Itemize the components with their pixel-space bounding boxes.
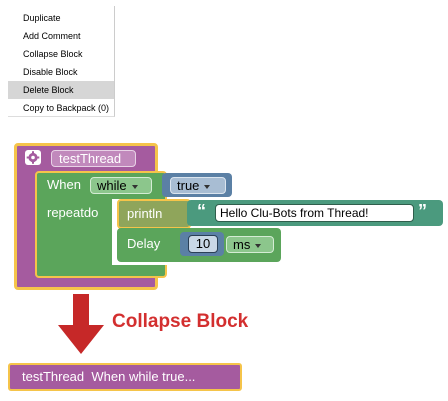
string-value-field[interactable]: Hello Clu-Bots from Thread! xyxy=(215,204,414,222)
thread-name-field[interactable]: testThread xyxy=(51,150,136,167)
delay-number-field[interactable]: 10 xyxy=(188,235,218,253)
caption-collapse-block: Collapse Block xyxy=(112,311,249,332)
delay-unit-dropdown[interactable]: ms xyxy=(226,236,274,253)
chevron-down-icon xyxy=(255,243,262,248)
context-menu: Duplicate Add Comment Collapse Block Dis… xyxy=(8,6,115,117)
menu-item-delete-block[interactable]: Delete Block xyxy=(8,81,114,99)
gear-icon[interactable] xyxy=(25,150,41,165)
string-open-quote: “ xyxy=(197,201,206,221)
string-close-quote: ” xyxy=(418,201,427,221)
delay-unit-value: ms xyxy=(233,237,251,252)
delay-label: Delay xyxy=(127,236,161,251)
down-arrow-icon xyxy=(58,294,104,354)
condition-dropdown-value: while xyxy=(97,178,127,193)
menu-item-collapse-block[interactable]: Collapse Block xyxy=(23,49,83,59)
collapsed-block-label: testThread When while true... xyxy=(22,369,196,384)
condition-dropdown[interactable]: while xyxy=(90,177,152,194)
boolean-dropdown-value: true xyxy=(177,178,200,193)
menu-item-copy-to-backpack[interactable]: Copy to Backpack (0) xyxy=(23,103,110,113)
when-label: When xyxy=(47,177,81,192)
menu-item-duplicate[interactable]: Duplicate xyxy=(23,13,61,23)
menu-item-add-comment[interactable]: Add Comment xyxy=(23,31,81,41)
chevron-down-icon xyxy=(131,184,138,189)
menu-item-disable-block[interactable]: Disable Block xyxy=(23,67,78,77)
boolean-dropdown[interactable]: true xyxy=(170,177,226,194)
println-label: println xyxy=(127,206,163,221)
chevron-down-icon xyxy=(204,184,211,189)
repeat-label: repeatdo xyxy=(47,205,99,220)
collapsed-thread-block[interactable]: testThread When while true... xyxy=(8,363,242,391)
